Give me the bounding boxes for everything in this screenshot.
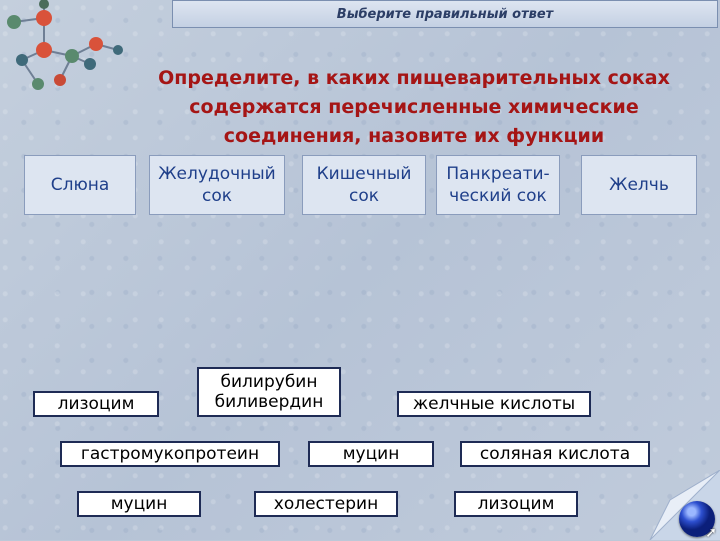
header-bar: Выберите правильный ответ	[172, 0, 718, 28]
pointer-icon: ➚	[705, 524, 717, 540]
chip-cholesterol[interactable]: холестерин	[254, 491, 398, 517]
chip-lysozyme[interactable]: лизоцим	[33, 391, 159, 417]
header-title: Выберите правильный ответ	[336, 6, 554, 22]
juice-saliva[interactable]: Слюна	[24, 155, 136, 215]
juice-intestinal[interactable]: Кишечный сок	[302, 155, 426, 215]
next-slide-button[interactable]: ➚	[679, 501, 717, 540]
chip-mucin-2[interactable]: муцин	[77, 491, 201, 517]
chip-hydrochloric-acid[interactable]: соляная кислота	[460, 441, 650, 467]
juice-pancreatic[interactable]: Панкреати- ческий сок	[436, 155, 560, 215]
juice-bile[interactable]: Желчь	[581, 155, 697, 215]
juice-gastric[interactable]: Желудочный сок	[149, 155, 285, 215]
molecule-icon	[7, 0, 123, 90]
chip-mucin[interactable]: муцин	[308, 441, 434, 467]
chip-gastromucoprotein[interactable]: гастромукопротеин	[60, 441, 280, 467]
chip-lysozyme-2[interactable]: лизоцим	[454, 491, 578, 517]
chip-bile-acids[interactable]: желчные кислоты	[397, 391, 591, 417]
chip-bilirubin-biliverdin[interactable]: билирубин биливердин	[197, 367, 341, 417]
question-text: Определите, в каких пищеварительных сока…	[158, 67, 670, 147]
